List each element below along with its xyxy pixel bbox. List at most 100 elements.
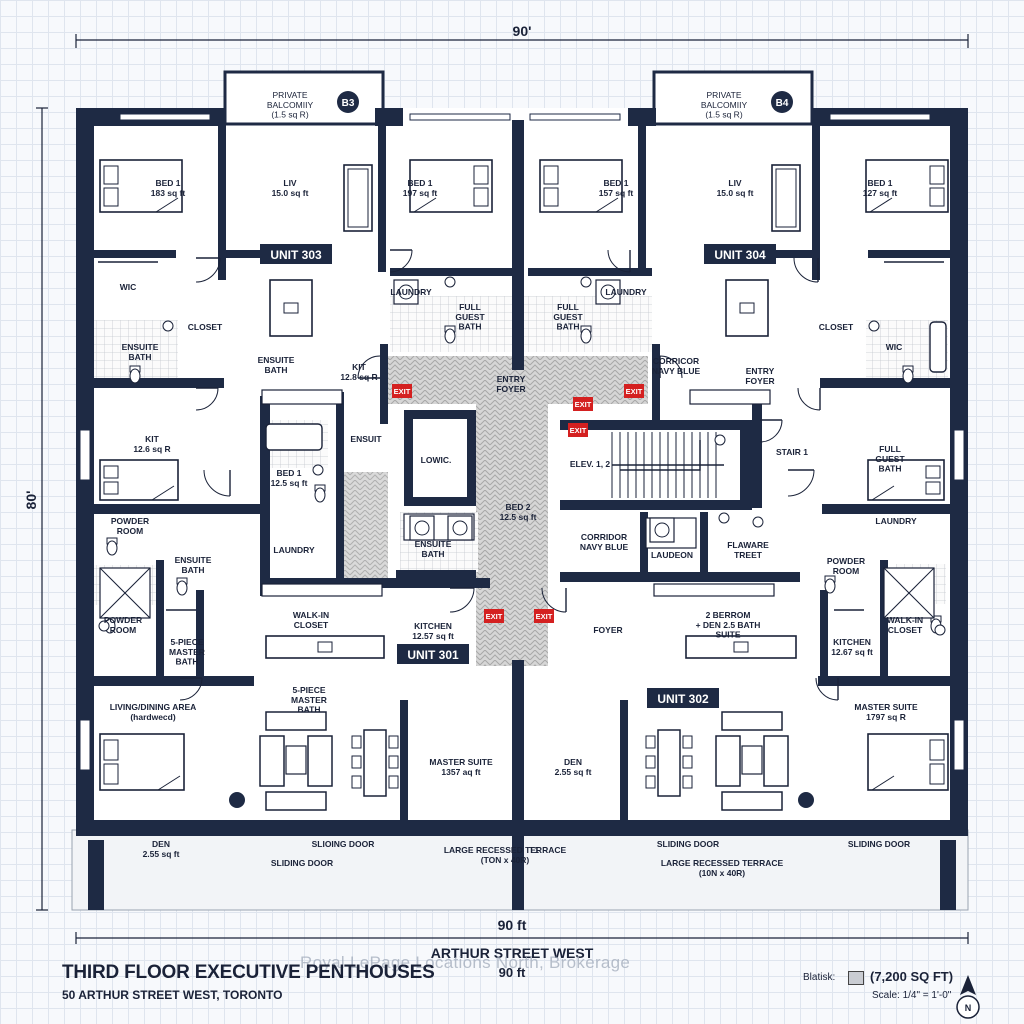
bed-icon bbox=[865, 159, 949, 213]
balcony-badge: B3 bbox=[342, 98, 355, 109]
door-swing bbox=[797, 387, 821, 411]
toilet-bowl bbox=[314, 487, 326, 503]
coffee-table bbox=[285, 745, 307, 775]
pillow bbox=[103, 465, 119, 479]
plan-title: THIRD FLOOR EXECUTIVE PENTHOUSES bbox=[62, 962, 435, 983]
toilet-bowl bbox=[444, 328, 456, 344]
wall-segment bbox=[740, 420, 752, 504]
window bbox=[953, 719, 965, 771]
chair bbox=[645, 735, 656, 749]
door-swing bbox=[659, 355, 683, 379]
room-label: LARGE RECESSED TERRACE(TON x 40R) bbox=[444, 845, 567, 865]
counter bbox=[261, 583, 383, 597]
shaft-floor bbox=[344, 472, 388, 582]
balcony-b4 bbox=[652, 70, 814, 126]
legend-area-label: (7,200 SQ FT) bbox=[870, 969, 954, 984]
toilet-bowl bbox=[824, 578, 836, 594]
corridor-floor bbox=[476, 404, 548, 666]
basin bbox=[580, 276, 592, 288]
toilet bbox=[580, 325, 592, 344]
bed-icon bbox=[539, 159, 623, 213]
room-label: LAUNDRY bbox=[390, 287, 432, 297]
pillow bbox=[925, 481, 941, 495]
kitchen-island bbox=[685, 635, 797, 659]
bed-sheet-fold bbox=[151, 485, 175, 501]
bed-sheet-fold bbox=[413, 197, 437, 213]
chair bbox=[682, 755, 693, 769]
sink bbox=[739, 302, 755, 314]
wall-segment bbox=[760, 250, 820, 258]
sofa-frame bbox=[771, 164, 801, 232]
room-label: WIC bbox=[886, 342, 903, 352]
door-arc bbox=[793, 257, 819, 283]
door-swing bbox=[787, 469, 815, 497]
chair bbox=[351, 735, 362, 749]
unit-tag-bg bbox=[397, 644, 469, 664]
wall-segment bbox=[260, 396, 270, 596]
chair bbox=[645, 755, 656, 769]
room-label: FOYER bbox=[593, 625, 622, 635]
basin bbox=[98, 620, 110, 632]
bed-icon bbox=[99, 459, 179, 501]
dimension-bottom-label: 90 ft bbox=[498, 917, 527, 933]
bed-sheet-fold bbox=[595, 197, 619, 213]
room-label: STAIR 1 bbox=[776, 447, 808, 457]
sofa bbox=[265, 711, 327, 731]
north-arrow-icon bbox=[960, 975, 976, 995]
exit-sign-label: EXIT bbox=[394, 387, 411, 396]
chair bbox=[388, 755, 399, 769]
wall-segment bbox=[638, 120, 646, 270]
stair-arrow bbox=[620, 440, 701, 471]
door-swing bbox=[195, 387, 219, 411]
window bbox=[409, 113, 511, 121]
door-swing bbox=[607, 249, 631, 273]
basin bbox=[752, 516, 764, 528]
chair bbox=[388, 735, 399, 749]
door-arc bbox=[195, 257, 221, 283]
door-arc bbox=[797, 387, 821, 411]
living-set bbox=[715, 711, 789, 811]
dimension-top-label: 90' bbox=[513, 23, 532, 39]
room-label: SLIOING DOOR bbox=[312, 839, 375, 849]
coffee-table bbox=[741, 745, 763, 775]
wall-segment bbox=[94, 676, 254, 686]
living-set bbox=[259, 711, 333, 811]
sofa bbox=[721, 791, 783, 811]
door-arc bbox=[659, 355, 683, 379]
window bbox=[529, 113, 621, 121]
room-label: WIC bbox=[120, 282, 137, 292]
washer-drum bbox=[414, 520, 430, 536]
balcony-badge: B4 bbox=[776, 98, 789, 109]
shower-diagonal bbox=[883, 567, 935, 619]
toilet bbox=[444, 325, 456, 344]
pillow bbox=[929, 763, 945, 785]
wall-segment bbox=[700, 512, 708, 572]
balcony-badge-circle bbox=[771, 91, 793, 113]
toilet bbox=[106, 537, 118, 556]
bed-icon bbox=[99, 733, 185, 791]
washer-body bbox=[447, 515, 473, 541]
room-label: SLIDING DOOR bbox=[657, 839, 719, 849]
bed-sheet-fold bbox=[155, 197, 179, 213]
wall-segment bbox=[396, 570, 476, 578]
toilet bbox=[902, 365, 914, 384]
toilet bbox=[314, 484, 326, 503]
bed-sheet-fold bbox=[871, 775, 895, 791]
wall-segment bbox=[196, 590, 204, 678]
wall-segment bbox=[880, 560, 888, 680]
pillow bbox=[103, 187, 119, 207]
door-arc bbox=[607, 249, 631, 273]
wall-segment bbox=[820, 590, 828, 676]
washer bbox=[393, 279, 419, 305]
